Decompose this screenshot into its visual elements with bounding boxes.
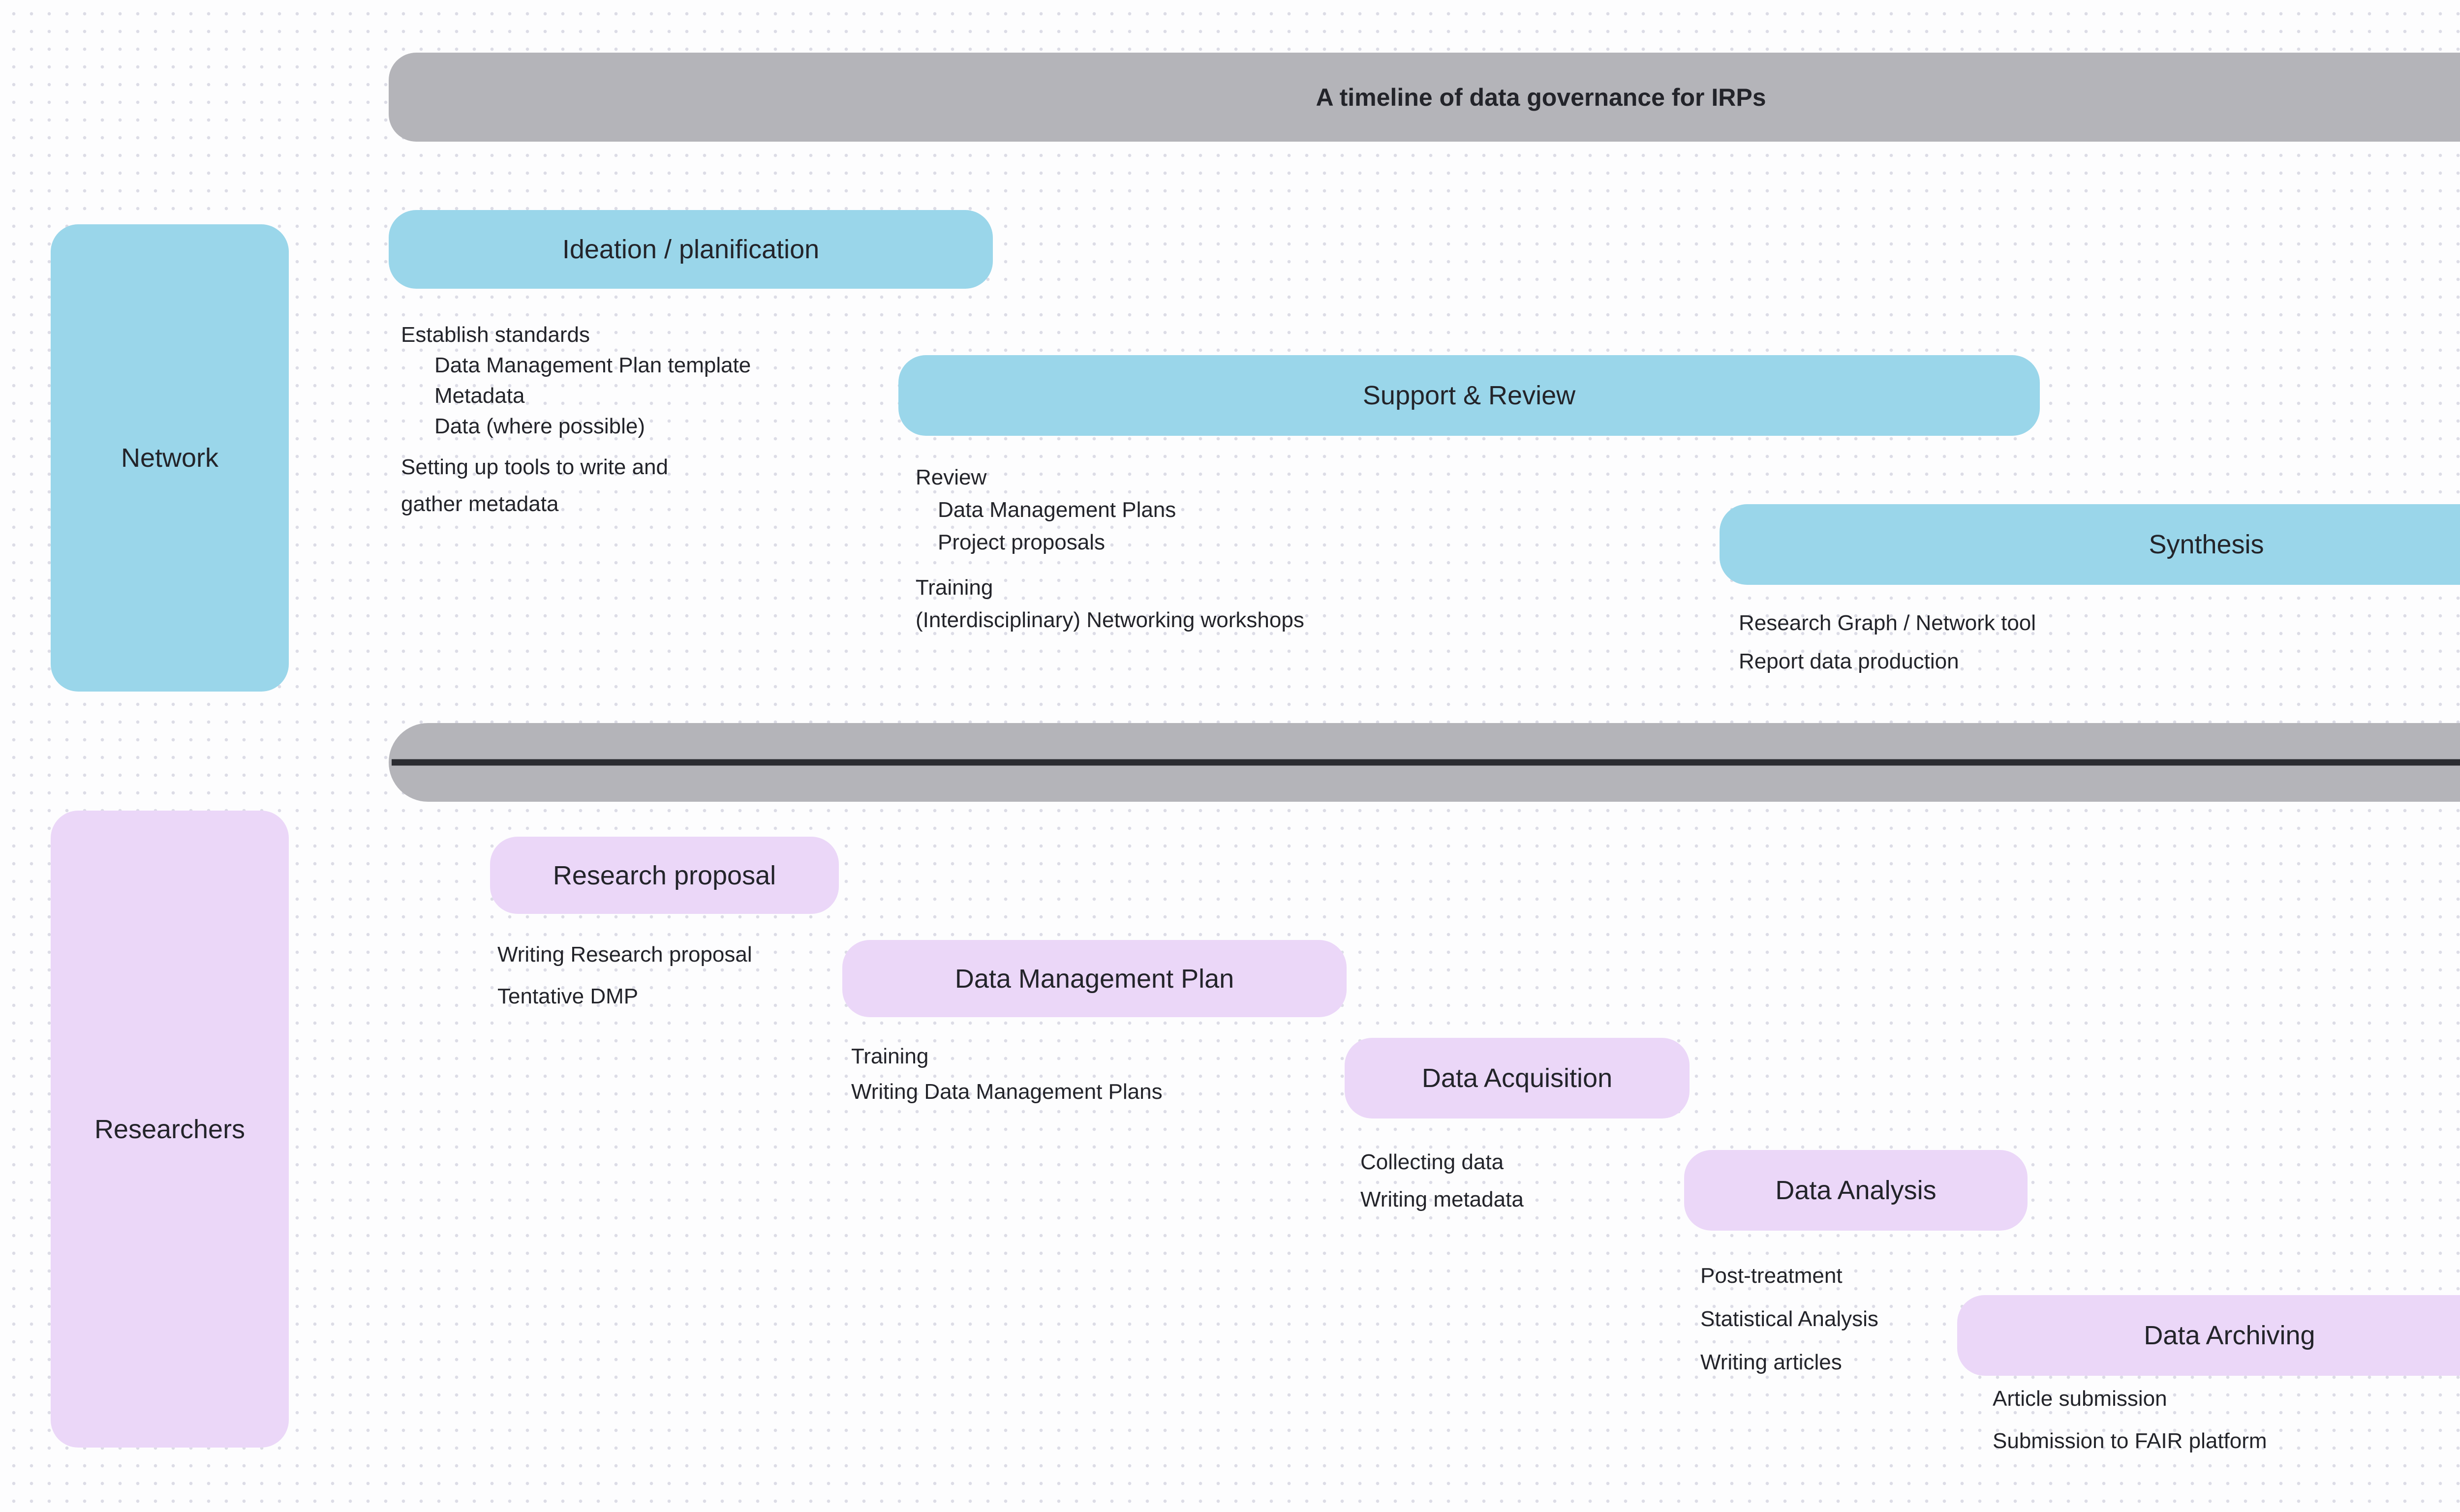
stage-data-analysis-label: Data Analysis <box>1775 1176 1937 1205</box>
note-line: Metadata <box>434 384 525 408</box>
stage-data-management-plan-pill[interactable]: Data Management Plan <box>842 940 1347 1017</box>
note-line: Setting up tools to write and <box>401 455 668 479</box>
timeline-arrow-bar[interactable] <box>389 723 2460 802</box>
timeline-arrow <box>392 759 2460 766</box>
note-line: Submission to FAIR platform <box>1993 1429 2267 1453</box>
note-line: (Interdisciplinary) Networking workshops <box>916 608 1304 632</box>
note-line: Data Management Plans <box>938 498 1176 522</box>
stage-data-analysis-pill[interactable]: Data Analysis <box>1684 1150 2028 1231</box>
support-review-notes[interactable]: Review Data Management Plans Project pro… <box>916 461 1304 636</box>
note-line: Data (where possible) <box>434 414 645 438</box>
lane-network-label: Network <box>121 443 219 473</box>
stage-ideation-label: Ideation / planification <box>562 235 820 264</box>
research-proposal-notes[interactable]: Writing Research proposal Tentative DMP <box>497 934 752 1017</box>
stage-data-archiving-label: Data Archiving <box>2144 1321 2315 1350</box>
stage-support-review-label: Support & Review <box>1362 381 1576 410</box>
note-line: Writing Data Management Plans <box>851 1080 1163 1104</box>
page-title: A timeline of data governance for IRPs <box>1316 83 1766 111</box>
stage-support-review-pill[interactable]: Support & Review <box>898 355 2040 436</box>
note-line: Post-treatment <box>1700 1264 1843 1288</box>
note-line: Tentative DMP <box>497 984 639 1008</box>
note-line: Data Management Plan template <box>434 353 751 377</box>
note-line: Research Graph / Network tool <box>1739 611 2036 635</box>
synthesis-notes[interactable]: Research Graph / Network tool Report dat… <box>1739 604 2036 681</box>
data-management-plan-notes[interactable]: Training Writing Data Management Plans <box>851 1039 1163 1110</box>
lane-researchers-label: Researchers <box>94 1114 246 1144</box>
stage-ideation-pill[interactable]: Ideation / planification <box>389 210 993 289</box>
data-analysis-notes[interactable]: Post-treatment Statistical Analysis Writ… <box>1700 1254 1878 1384</box>
stage-synthesis-pill[interactable]: Synthesis <box>1720 504 2460 585</box>
note-line: Review <box>916 465 987 489</box>
note-line: Article submission <box>1993 1387 2167 1411</box>
note-line: Report data production <box>1739 649 1959 673</box>
note-line: Project proposals <box>938 530 1105 554</box>
title-banner[interactable]: A timeline of data governance for IRPs <box>389 53 2460 142</box>
note-line: Training <box>851 1044 929 1068</box>
stage-research-proposal-label: Research proposal <box>553 860 776 890</box>
note-line: Training <box>916 575 993 600</box>
stage-data-acquisition-pill[interactable]: Data Acquisition <box>1345 1038 1690 1119</box>
lane-researchers[interactable]: Researchers <box>51 811 289 1448</box>
note-line: Collecting data <box>1360 1150 1504 1174</box>
stage-research-proposal-pill[interactable]: Research proposal <box>490 837 839 914</box>
note-line: Statistical Analysis <box>1700 1307 1878 1331</box>
data-acquisition-notes[interactable]: Collecting data Writing metadata <box>1360 1144 1524 1218</box>
note-line: Establish standards <box>401 323 590 347</box>
stage-data-management-plan-label: Data Management Plan <box>954 964 1234 994</box>
ideation-notes[interactable]: Establish standards Data Management Plan… <box>401 320 751 522</box>
note-line: Writing articles <box>1700 1350 1842 1374</box>
note-line: Writing metadata <box>1360 1187 1524 1211</box>
stage-data-acquisition-label: Data Acquisition <box>1421 1063 1613 1093</box>
note-line: Writing Research proposal <box>497 942 752 967</box>
stage-data-archiving-pill[interactable]: Data Archiving <box>1957 1295 2460 1376</box>
note-line: gather metadata <box>401 492 559 516</box>
stage-synthesis-label: Synthesis <box>2149 530 2264 559</box>
data-archiving-notes[interactable]: Article submission Submission to FAIR pl… <box>1993 1378 2267 1462</box>
lane-network[interactable]: Network <box>51 224 289 692</box>
